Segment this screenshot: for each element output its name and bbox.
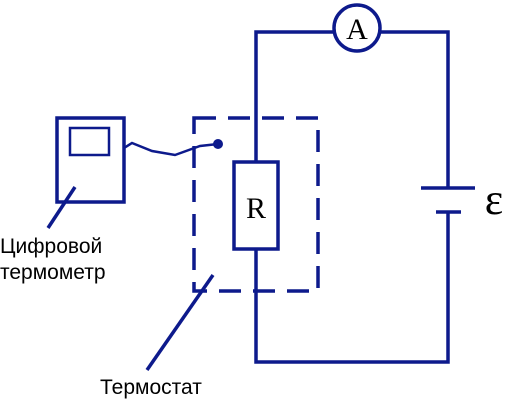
thermostat-pointer-line (145, 274, 215, 371)
resistor-icon: R (232, 160, 280, 251)
wire-top-right (381, 30, 450, 188)
thermometer-label-line2: термометр (0, 261, 106, 284)
circuit-wires (254, 30, 450, 364)
thermostat-box (192, 116, 320, 293)
wire-bottom (254, 212, 450, 364)
thermometer-display (68, 126, 111, 157)
resistor-symbol: R (246, 192, 266, 225)
thermometer-label-line1: Цифровой (0, 235, 102, 258)
thermometer-probe-cable (123, 141, 219, 157)
thermometer-body (55, 116, 126, 204)
thermostat-label: Термостат (100, 376, 202, 399)
emf-symbol: ε (485, 175, 503, 224)
digital-thermometer-icon (55, 116, 223, 204)
thermometer-pointer-line (46, 186, 77, 229)
thermometer-probe-tip (213, 139, 223, 149)
ammeter-circle (332, 3, 382, 53)
ammeter-icon: A (332, 3, 382, 53)
ammeter-symbol: A (346, 13, 368, 46)
wire-top-left (254, 30, 333, 162)
resistor-body (232, 160, 280, 251)
battery-icon (421, 186, 475, 214)
